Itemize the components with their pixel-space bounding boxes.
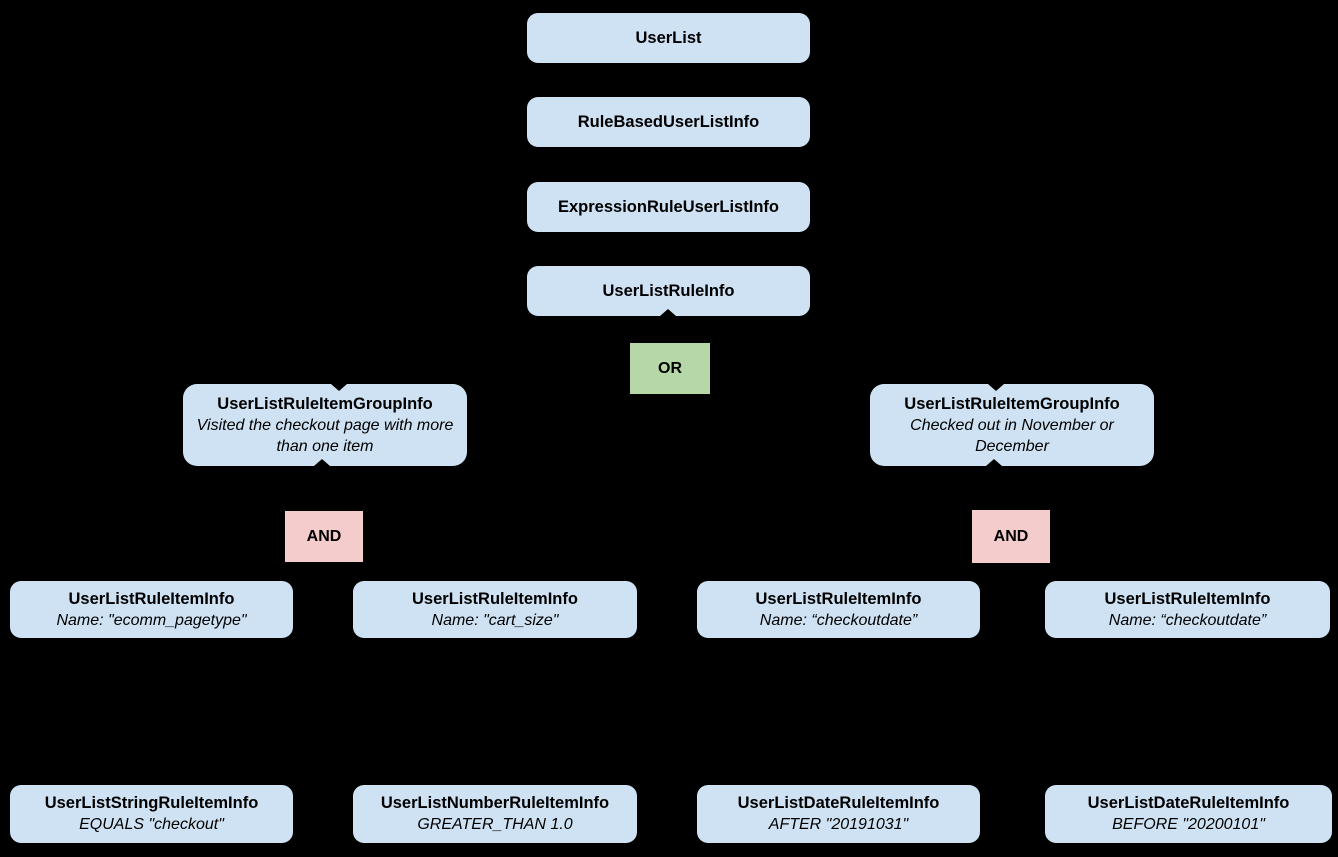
arrowhead-icon xyxy=(660,309,676,316)
operand-condition: GREATER_THAN 1.0 xyxy=(417,816,573,833)
rule-item-name: Name: “checkoutdate” xyxy=(1108,611,1267,629)
operand-condition: EQUALS "checkout" xyxy=(79,816,224,833)
rule-item-node-checkoutdate-1: UserListRuleItemInfo Name: “checkoutdate… xyxy=(697,581,980,638)
rule-item-node-checkoutdate-2: UserListRuleItemInfo Name: “checkoutdate… xyxy=(1045,581,1330,638)
group-title: UserListRuleItemGroupInfo xyxy=(217,394,433,413)
node-rule-based-user-list-info: RuleBasedUserListInfo xyxy=(527,97,810,147)
group-title: UserListRuleItemGroupInfo xyxy=(904,394,1120,413)
rule-item-title: UserListRuleItemInfo xyxy=(755,589,922,608)
rule-item-name: Name: “checkoutdate” xyxy=(759,611,918,629)
node-expression-rule-user-list-info: ExpressionRuleUserListInfo xyxy=(527,182,810,232)
group-description: Visited the checkout page with more than… xyxy=(196,416,454,455)
node-title: UserListRuleInfo xyxy=(602,281,735,300)
and-operator-node-right: AND xyxy=(972,510,1050,563)
arrowhead-icon xyxy=(331,384,347,391)
operand-title: UserListNumberRuleItemInfo xyxy=(380,794,610,812)
or-operator-node: OR xyxy=(630,343,710,394)
group-description: Checked out in November or December xyxy=(910,416,1114,455)
rule-item-title: UserListRuleItemInfo xyxy=(68,589,235,608)
group-node-checkout-page: UserListRuleItemGroupInfo Visited the ch… xyxy=(183,384,467,466)
and-operator-node-left: AND xyxy=(285,511,363,562)
operand-node-date-rule-after: UserListDateRuleItemInfo AFTER "20191031… xyxy=(697,785,980,843)
node-title: UserList xyxy=(635,28,702,47)
operand-title: UserListDateRuleItemInfo xyxy=(1087,794,1290,812)
arrowhead-icon xyxy=(986,459,1002,466)
rule-item-node-ecomm-pagetype: UserListRuleItemInfo Name: "ecomm_pagety… xyxy=(10,581,293,638)
or-operator-label: OR xyxy=(658,359,682,377)
arrowhead-icon xyxy=(314,459,330,466)
operand-node-string-rule: UserListStringRuleItemInfo EQUALS "check… xyxy=(10,785,293,843)
and-operator-label: AND xyxy=(993,527,1029,545)
operand-title: UserListDateRuleItemInfo xyxy=(737,794,940,812)
operand-title: UserListStringRuleItemInfo xyxy=(44,794,259,812)
node-title: RuleBasedUserListInfo xyxy=(577,112,760,131)
node-userlist: UserList xyxy=(527,13,810,63)
arrowhead-icon xyxy=(988,384,1004,391)
rule-item-name: Name: "cart_size" xyxy=(431,611,559,629)
rule-item-title: UserListRuleItemInfo xyxy=(1104,589,1271,608)
group-node-checked-out-nov-dec: UserListRuleItemGroupInfo Checked out in… xyxy=(870,384,1154,466)
rule-item-title: UserListRuleItemInfo xyxy=(412,589,578,608)
node-title: ExpressionRuleUserListInfo xyxy=(558,197,779,216)
operand-condition: AFTER "20191031" xyxy=(768,816,909,833)
node-user-list-rule-info: UserListRuleInfo xyxy=(527,266,810,316)
operand-node-number-rule: UserListNumberRuleItemInfo GREATER_THAN … xyxy=(353,785,637,843)
operand-node-date-rule-before: UserListDateRuleItemInfo BEFORE "2020010… xyxy=(1045,785,1332,843)
and-operator-label: AND xyxy=(306,527,342,545)
operand-condition: BEFORE "20200101" xyxy=(1112,816,1265,833)
rule-item-node-cart-size: UserListRuleItemInfo Name: "cart_size" xyxy=(353,581,637,638)
rule-item-name: Name: "ecomm_pagetype" xyxy=(56,611,247,629)
